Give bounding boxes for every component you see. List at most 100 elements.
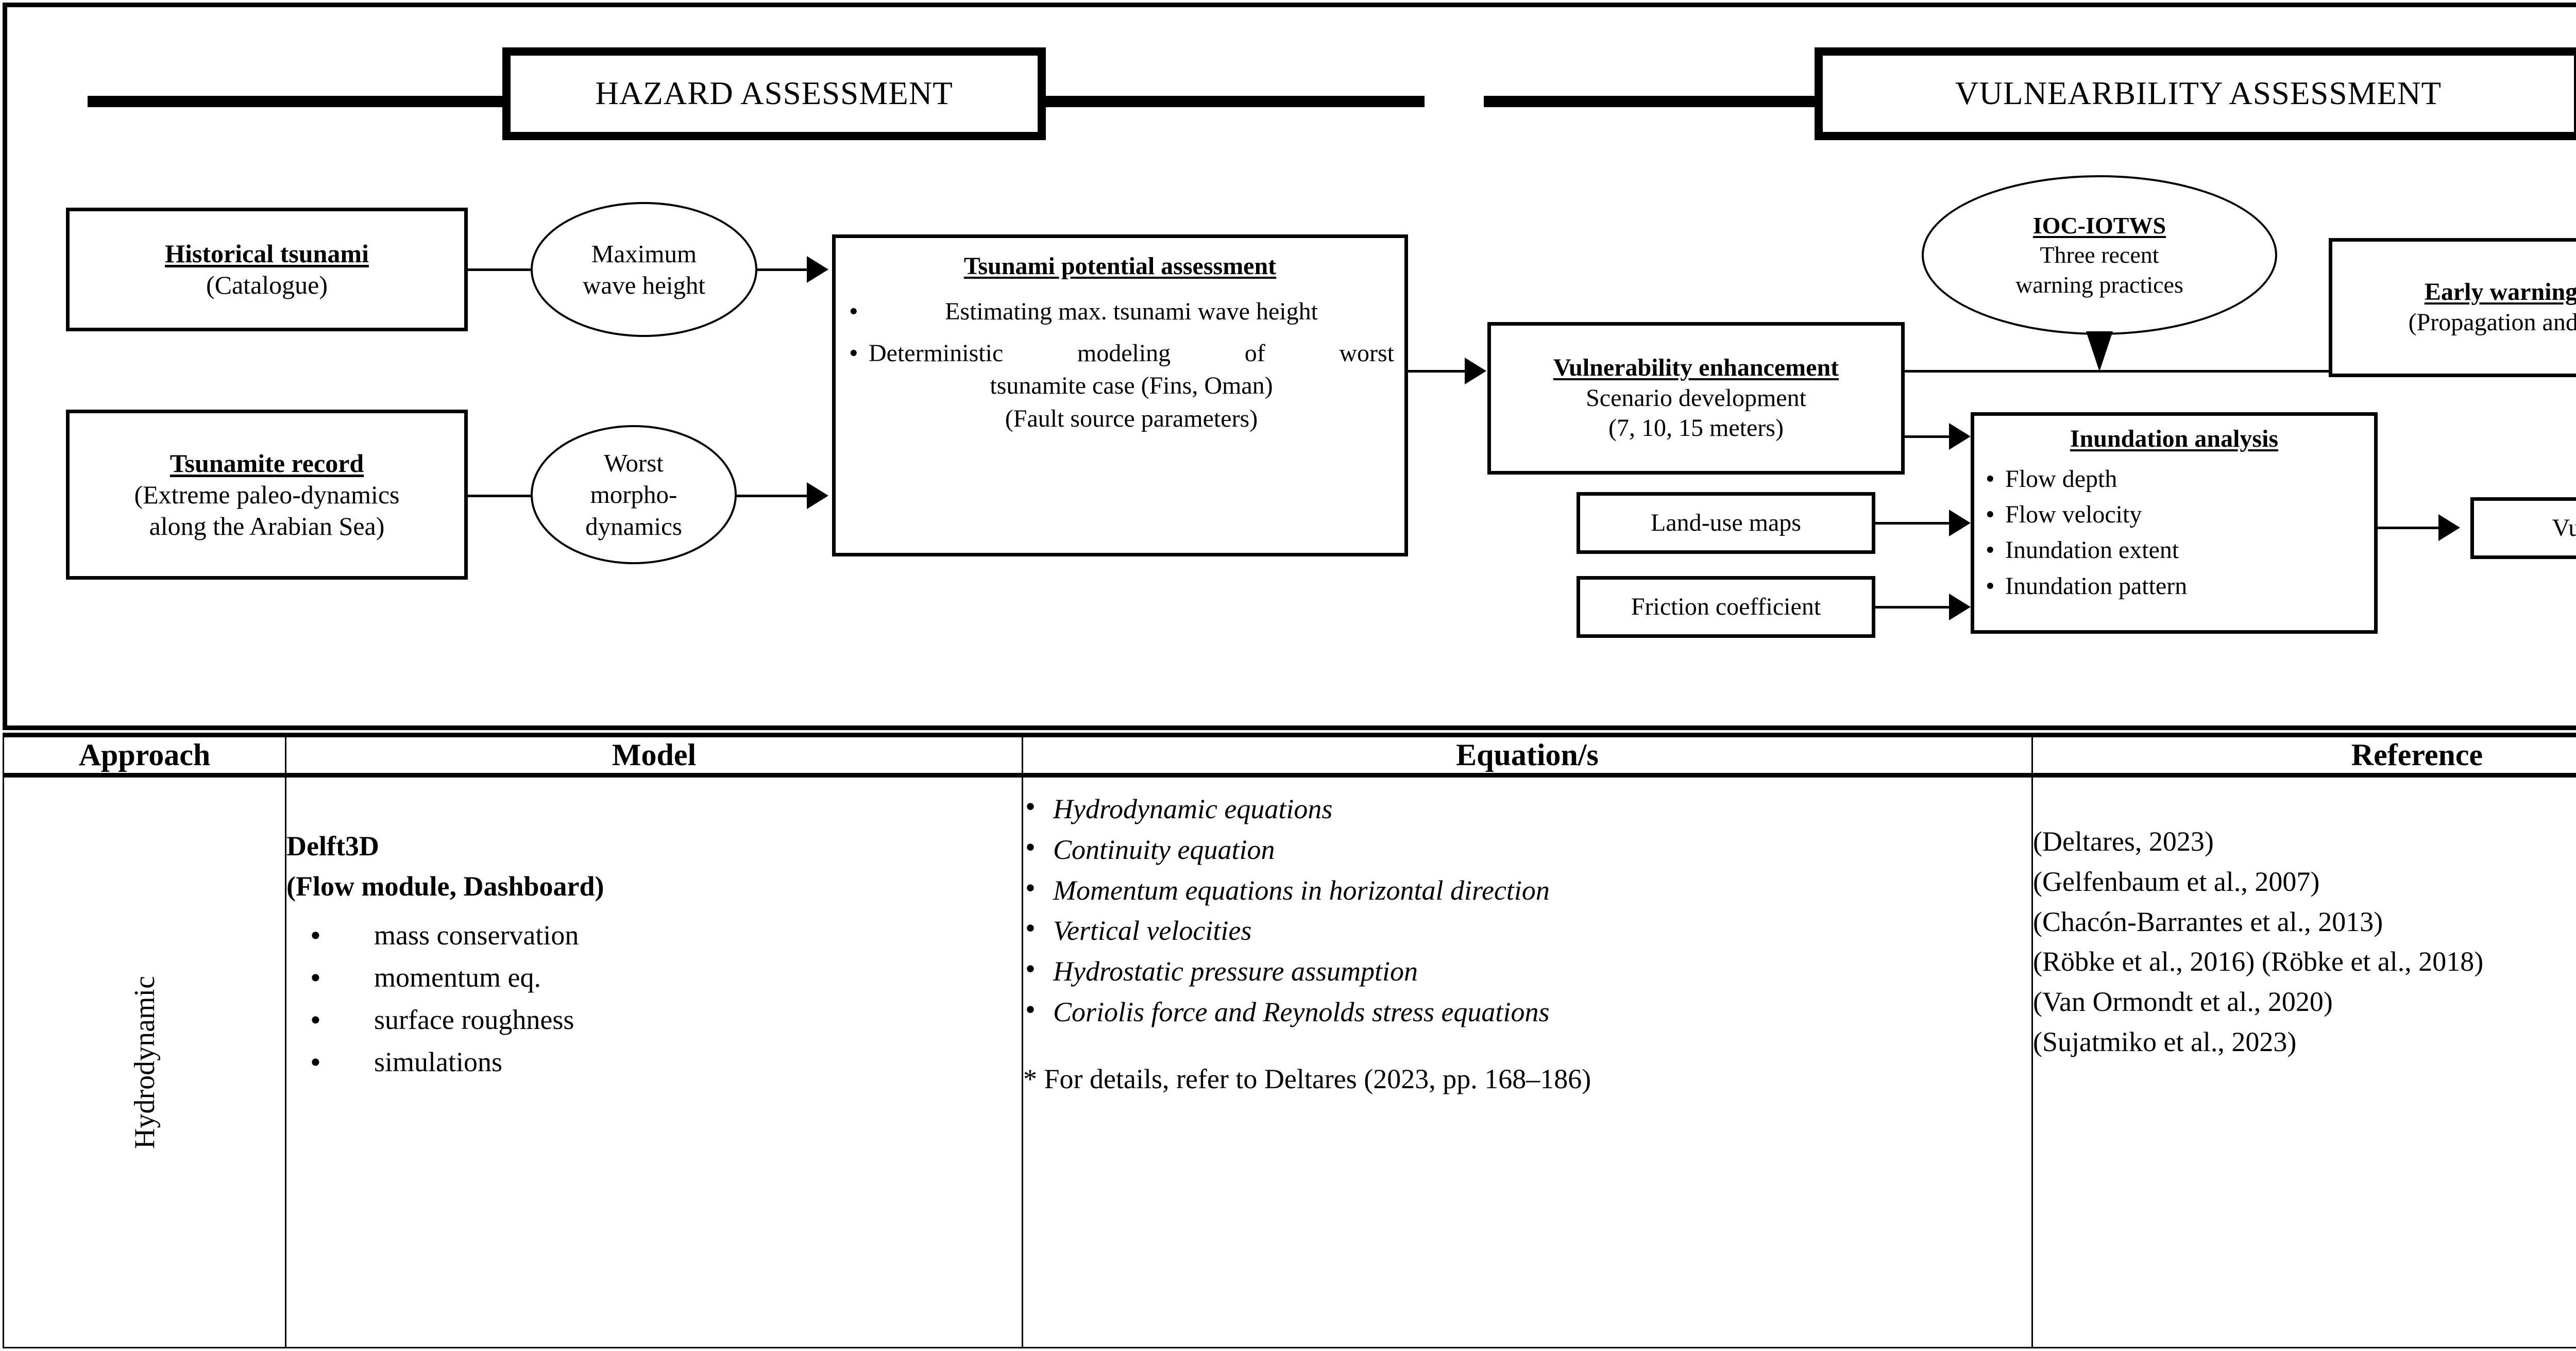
column-header-model: Model (285, 733, 1023, 778)
reference-item-4: (Röbke et al., 2016) (Röbke et al., 2018… (2033, 946, 2484, 977)
tsunami-potential-bullet-2-line3: (Fault source parameters) (1005, 404, 1258, 432)
node-ioc-iotws: IOC-IOTWS Three recent warning practices (1922, 175, 2277, 335)
approach-value: Hydrodynamic (128, 975, 161, 1149)
table-row: Hydrodynamic Delft3D (Flow module, Dashb… (3, 774, 2576, 1348)
node-tsunami-potential-assessment: Tsunami potential assessment Estimating … (832, 234, 1408, 556)
tsunamite-record-sub1: (Extreme paleo-dynamics (134, 480, 400, 509)
connector-tsunamite-to-worst (468, 495, 534, 497)
cell-approach: Hydrodynamic (3, 774, 286, 1348)
connector-historical-to-maxwave (468, 268, 534, 271)
node-vulnerability: Vulnerability (2470, 497, 2576, 559)
node-inundation-analysis: Inundation analysis Flow depth Flow velo… (1971, 412, 2378, 634)
connector-vulnenh-to-earlywarning (1905, 370, 2576, 373)
reference-item-1: (Deltares, 2023) (2033, 826, 2214, 857)
model-title-line2: (Flow module, Dashboard) (286, 870, 604, 902)
worst-morpho-line3: dynamics (585, 512, 682, 541)
node-maximum-wave-height: Maximum wave height (531, 202, 757, 337)
arrow-maxwave-to-potential (807, 256, 828, 283)
friction-coefficient-label: Friction coefficient (1631, 593, 1821, 620)
tsunami-potential-bullet-1: Estimating max. tsunami wave height (846, 294, 1394, 329)
cell-model: Delft3D (Flow module, Dashboard) mass co… (285, 774, 1023, 1348)
inundation-bullet-3: Inundation extent (1982, 533, 2366, 567)
connector-potential-to-vulnenh (1408, 370, 1466, 373)
model-bullet-3: surface roughness (286, 997, 1022, 1043)
inundation-bullet-1: Flow depth (1982, 462, 2366, 496)
arrow-vulnenh-to-inundation (1949, 423, 1971, 450)
arrow-ioc-iotws-down (2086, 331, 2113, 371)
equation-bullet-4: Vertical velocities (1023, 907, 2031, 951)
equation-bullet-6: Coriolis force and Reynolds stress equat… (1023, 989, 2031, 1033)
node-friction-coefficient: Friction coefficient (1577, 576, 1875, 638)
hazard-assessment-label: HAZARD ASSESSMENT (595, 75, 953, 112)
land-use-maps-label: Land-use maps (1651, 509, 1801, 536)
connector-vulnenh-to-inundation (1905, 435, 1950, 438)
max-wave-line2: wave height (582, 271, 706, 299)
vulnerability-assessment-banner: VULNEARBILITY ASSESSMENT (1815, 47, 2576, 140)
cell-reference: (Deltares, 2023) (Gelfenbaum et al., 200… (2031, 774, 2576, 1348)
worst-morpho-line2: morpho- (590, 480, 677, 509)
arrow-friction-to-inundation (1949, 594, 1971, 620)
vulnerability-enhancement-sub1: Scenario development (1586, 384, 1806, 412)
arrow-inundation-to-vulnerability (2438, 514, 2460, 541)
equation-bullet-2: Continuity equation (1023, 826, 2031, 870)
arrow-worst-to-potential (807, 482, 828, 509)
connector-friction-to-inundation (1875, 606, 1950, 609)
early-warning-title: Early warning assessment (2424, 278, 2576, 306)
ioc-iotws-sub1: Three recent (2040, 242, 2159, 268)
vulnerability-enhancement-title: Vulnerability enhancement (1553, 354, 1839, 382)
node-vulnerability-enhancement: Vulnerability enhancement Scenario devel… (1487, 322, 1905, 475)
model-bullet-2: momentum eq. (286, 954, 1022, 1001)
inundation-analysis-title: Inundation analysis (2070, 425, 2279, 452)
connector-maxwave-to-potential (756, 268, 808, 271)
vulnerability-label: Vulnerability (2552, 514, 2576, 542)
tsunami-potential-bullet-2: Deterministic modeling of worst tsunamit… (846, 336, 1394, 435)
inundation-bullet-4: Inundation pattern (1982, 569, 2366, 603)
tsunami-potential-bullet-2-line2: tsunamite case (Fins, Oman) (990, 372, 1273, 400)
node-historical-tsunami: Historical tsunami (Catalogue) (66, 208, 468, 331)
methods-table: Approach Model Equation/s Reference Hydr… (3, 733, 2576, 1348)
node-worst-morphodynamics: Worst morpho- dynamics (531, 425, 737, 564)
model-bullet-1: mass conservation (286, 912, 1022, 958)
equation-bullet-3: Momentum equations in horizontal directi… (1023, 867, 2031, 911)
column-header-reference: Reference (2031, 733, 2576, 778)
early-warning-sub: (Propagation and wave arrival) (2408, 309, 2576, 336)
hazard-rule-right (1043, 96, 1425, 107)
tsunamite-record-title: Tsunamite record (170, 448, 364, 478)
ioc-iotws-sub2: warning practices (2015, 271, 2183, 298)
vuln-rule-left (1484, 96, 1834, 107)
max-wave-line1: Maximum (591, 239, 697, 268)
historical-tsunami-sub: (Catalogue) (206, 271, 328, 299)
model-bullet-4: simulations (286, 1039, 1022, 1085)
vulnerability-enhancement-sub2: (7, 10, 15 meters) (1608, 414, 1784, 442)
connector-landuse-to-inundation (1875, 522, 1950, 525)
reference-item-2: (Gelfenbaum et al., 2007) (2033, 866, 2320, 897)
table-header-row: Approach Model Equation/s Reference (3, 733, 2576, 778)
tsunamite-record-sub2: along the Arabian Sea) (149, 511, 385, 541)
hazard-assessment-banner: HAZARD ASSESSMENT (502, 47, 1046, 140)
equation-bullet-5: Hydrostatic pressure assumption (1023, 948, 2031, 992)
connector-inundation-to-vulnerability (2378, 527, 2439, 529)
connector-worst-to-potential (736, 495, 808, 497)
reference-item-5: (Van Ormondt et al., 2020) (2033, 986, 2333, 1017)
node-land-use-maps: Land-use maps (1577, 492, 1875, 554)
reference-item-6: (Sujatmiko et al., 2023) (2033, 1026, 2297, 1057)
historical-tsunami-title: Historical tsunami (165, 239, 369, 268)
model-title-line1: Delft3D (286, 831, 379, 862)
ioc-iotws-title: IOC-IOTWS (2032, 212, 2166, 239)
cell-equations: Hydrodynamic equations Continuity equati… (1022, 774, 2033, 1348)
column-header-equations: Equation/s (1022, 733, 2033, 778)
tsunami-potential-title: Tsunami potential assessment (963, 252, 1277, 280)
tsunami-potential-bullet-2-line1: Deterministic modeling of worst (869, 339, 1394, 367)
arrow-potential-to-vulnenh (1465, 358, 1486, 384)
hazard-rule-left (88, 96, 531, 107)
reference-item-3: (Chacón-Barrantes et al., 2013) (2033, 906, 2383, 937)
inundation-bullet-2: Flow velocity (1982, 497, 2366, 532)
node-early-warning-assessment: Early warning assessment (Propagation an… (2329, 238, 2576, 377)
column-header-approach: Approach (3, 733, 286, 778)
arrow-landuse-to-inundation (1949, 510, 1971, 536)
equation-bullet-1: Hydrodynamic equations (1023, 786, 2031, 830)
vulnerability-assessment-label: VULNEARBILITY ASSESSMENT (1955, 75, 2442, 112)
methods-table-wrapper: Approach Model Equation/s Reference Hydr… (3, 733, 2576, 1348)
equations-note: * For details, refer to Deltares (2023, … (1023, 1063, 1591, 1094)
